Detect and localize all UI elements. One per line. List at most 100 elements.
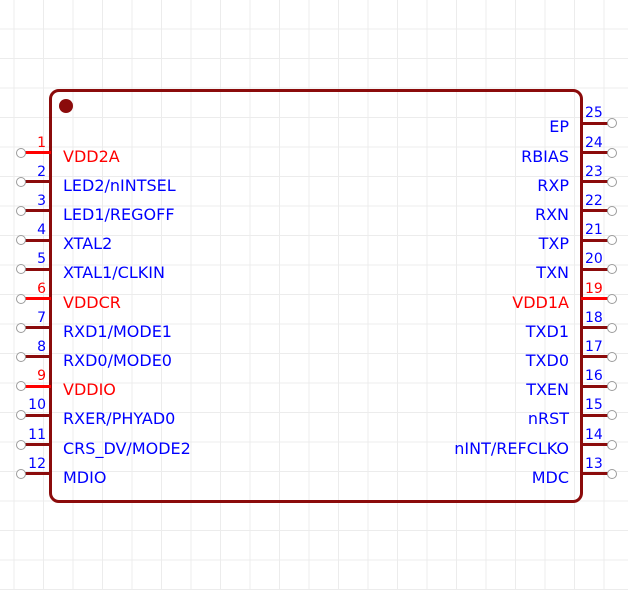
pin-name-label: TXEN [526, 380, 569, 400]
pin-wire [21, 384, 51, 388]
pin-endpoint-icon [16, 410, 26, 421]
pin-name-label: RXD1/MODE1 [63, 321, 172, 341]
pin-endpoint-icon [16, 293, 26, 304]
pin-name-label: VDD1A [512, 292, 569, 312]
pin-number: 9 [37, 368, 46, 385]
pin-number: 25 [585, 105, 603, 122]
pin-endpoint-icon [16, 205, 26, 216]
pin-wire [581, 384, 611, 388]
pin-name-label: XTAL2 [63, 234, 113, 254]
pin-name-label: TXN [536, 263, 569, 283]
pin-number: 5 [37, 251, 46, 268]
pin-name-label: TXP [538, 234, 569, 254]
pin-name-label: VDDCR [63, 292, 121, 312]
pin-number: 17 [585, 338, 603, 355]
pin-wire [21, 326, 51, 330]
pin-name-label: RXP [537, 175, 569, 195]
pin-wire [581, 326, 611, 330]
pin-endpoint-icon [16, 235, 26, 246]
pin-endpoint-icon [606, 293, 617, 304]
pin-wire [21, 297, 51, 300]
pin-endpoint-icon [16, 468, 26, 479]
pin-endpoint-icon [606, 381, 617, 392]
pin-name-label: nINT/REFCLKO [454, 438, 569, 458]
pin-number: 10 [28, 397, 46, 414]
pin-wire [21, 180, 51, 184]
pin-number: 12 [28, 455, 46, 472]
pin-endpoint-icon [606, 118, 617, 129]
pin-number: 18 [585, 309, 603, 326]
pin-wire [581, 180, 611, 184]
pin-wire [21, 209, 51, 213]
pin-number: 8 [37, 338, 46, 355]
pin-wire [21, 443, 51, 446]
pin-number: 21 [585, 222, 603, 239]
pin-number: 19 [585, 280, 603, 297]
pin-endpoint-icon [16, 322, 26, 333]
pin-wire [21, 267, 51, 271]
pin-wire [21, 472, 51, 476]
pin-endpoint-icon [606, 147, 617, 158]
pin-wire [581, 443, 611, 446]
pin-wire [581, 209, 611, 213]
pin-wire [581, 355, 611, 359]
pin-number: 15 [585, 397, 603, 414]
pin-number: 2 [37, 163, 46, 180]
pin-endpoint-icon [16, 147, 26, 158]
pin-endpoint-icon [16, 176, 26, 187]
pin-name-label: RXN [534, 204, 569, 224]
pin-endpoint-icon [606, 439, 617, 450]
pin-endpoint-icon [606, 176, 617, 187]
pin-name-label: LED1/REGOFF [63, 204, 175, 224]
pin-number: 7 [37, 309, 46, 326]
pin-name-label: RBIAS [521, 146, 569, 166]
pin-endpoint-icon [606, 410, 617, 421]
pin-number: 4 [37, 222, 46, 239]
pin-endpoint-icon [606, 351, 617, 362]
pin-wire [581, 121, 611, 125]
pin-number: 20 [585, 251, 603, 268]
pin-number: 24 [585, 134, 603, 151]
pin-endpoint-icon [16, 439, 26, 450]
pin-name-label: VDDIO [63, 380, 116, 400]
pin-name-label: EP [549, 117, 569, 137]
pin-name-label: MDC [531, 467, 569, 487]
pin-number: 3 [37, 192, 46, 209]
pin-number: 6 [37, 280, 46, 297]
component-body[interactable] [49, 89, 583, 503]
pin-name-label: XTAL1/CLKIN [63, 263, 165, 283]
pin1-marker-dot [59, 99, 73, 113]
pin-number: 22 [585, 192, 603, 209]
pin-wire [21, 413, 51, 417]
pin-name-label: MDIO [63, 467, 107, 487]
pin-wire [581, 413, 611, 417]
pin-wire [581, 151, 611, 154]
pin-wire [581, 472, 611, 476]
pin-name-label: VDD2A [63, 146, 120, 166]
pin-endpoint-icon [606, 235, 617, 246]
pin-endpoint-icon [606, 322, 617, 333]
pin-wire [581, 297, 611, 300]
pin-wire [581, 267, 611, 271]
pin-name-label: TXD0 [525, 350, 569, 370]
pin-name-label: TXD1 [525, 321, 569, 341]
pin-number: 11 [28, 426, 46, 443]
pin-name-label: nRST [527, 409, 569, 429]
pin-number: 23 [585, 163, 603, 180]
pin-name-label: LED2/nINTSEL [63, 175, 176, 195]
pin-endpoint-icon [606, 468, 617, 479]
pin-number: 14 [585, 426, 603, 443]
pin-endpoint-icon [16, 381, 26, 392]
pin-name-label: CRS_DV/MODE2 [63, 438, 191, 458]
pin-endpoint-icon [16, 264, 26, 275]
pin-endpoint-icon [606, 205, 617, 216]
pin-number: 13 [585, 455, 603, 472]
pin-endpoint-icon [16, 351, 26, 362]
pin-wire [21, 151, 51, 154]
pin-name-label: RXD0/MODE0 [63, 350, 172, 370]
pin-wire [21, 238, 51, 242]
pin-endpoint-icon [606, 264, 617, 275]
pin-number: 1 [37, 134, 46, 151]
pin-name-label: RXER/PHYAD0 [63, 409, 176, 429]
